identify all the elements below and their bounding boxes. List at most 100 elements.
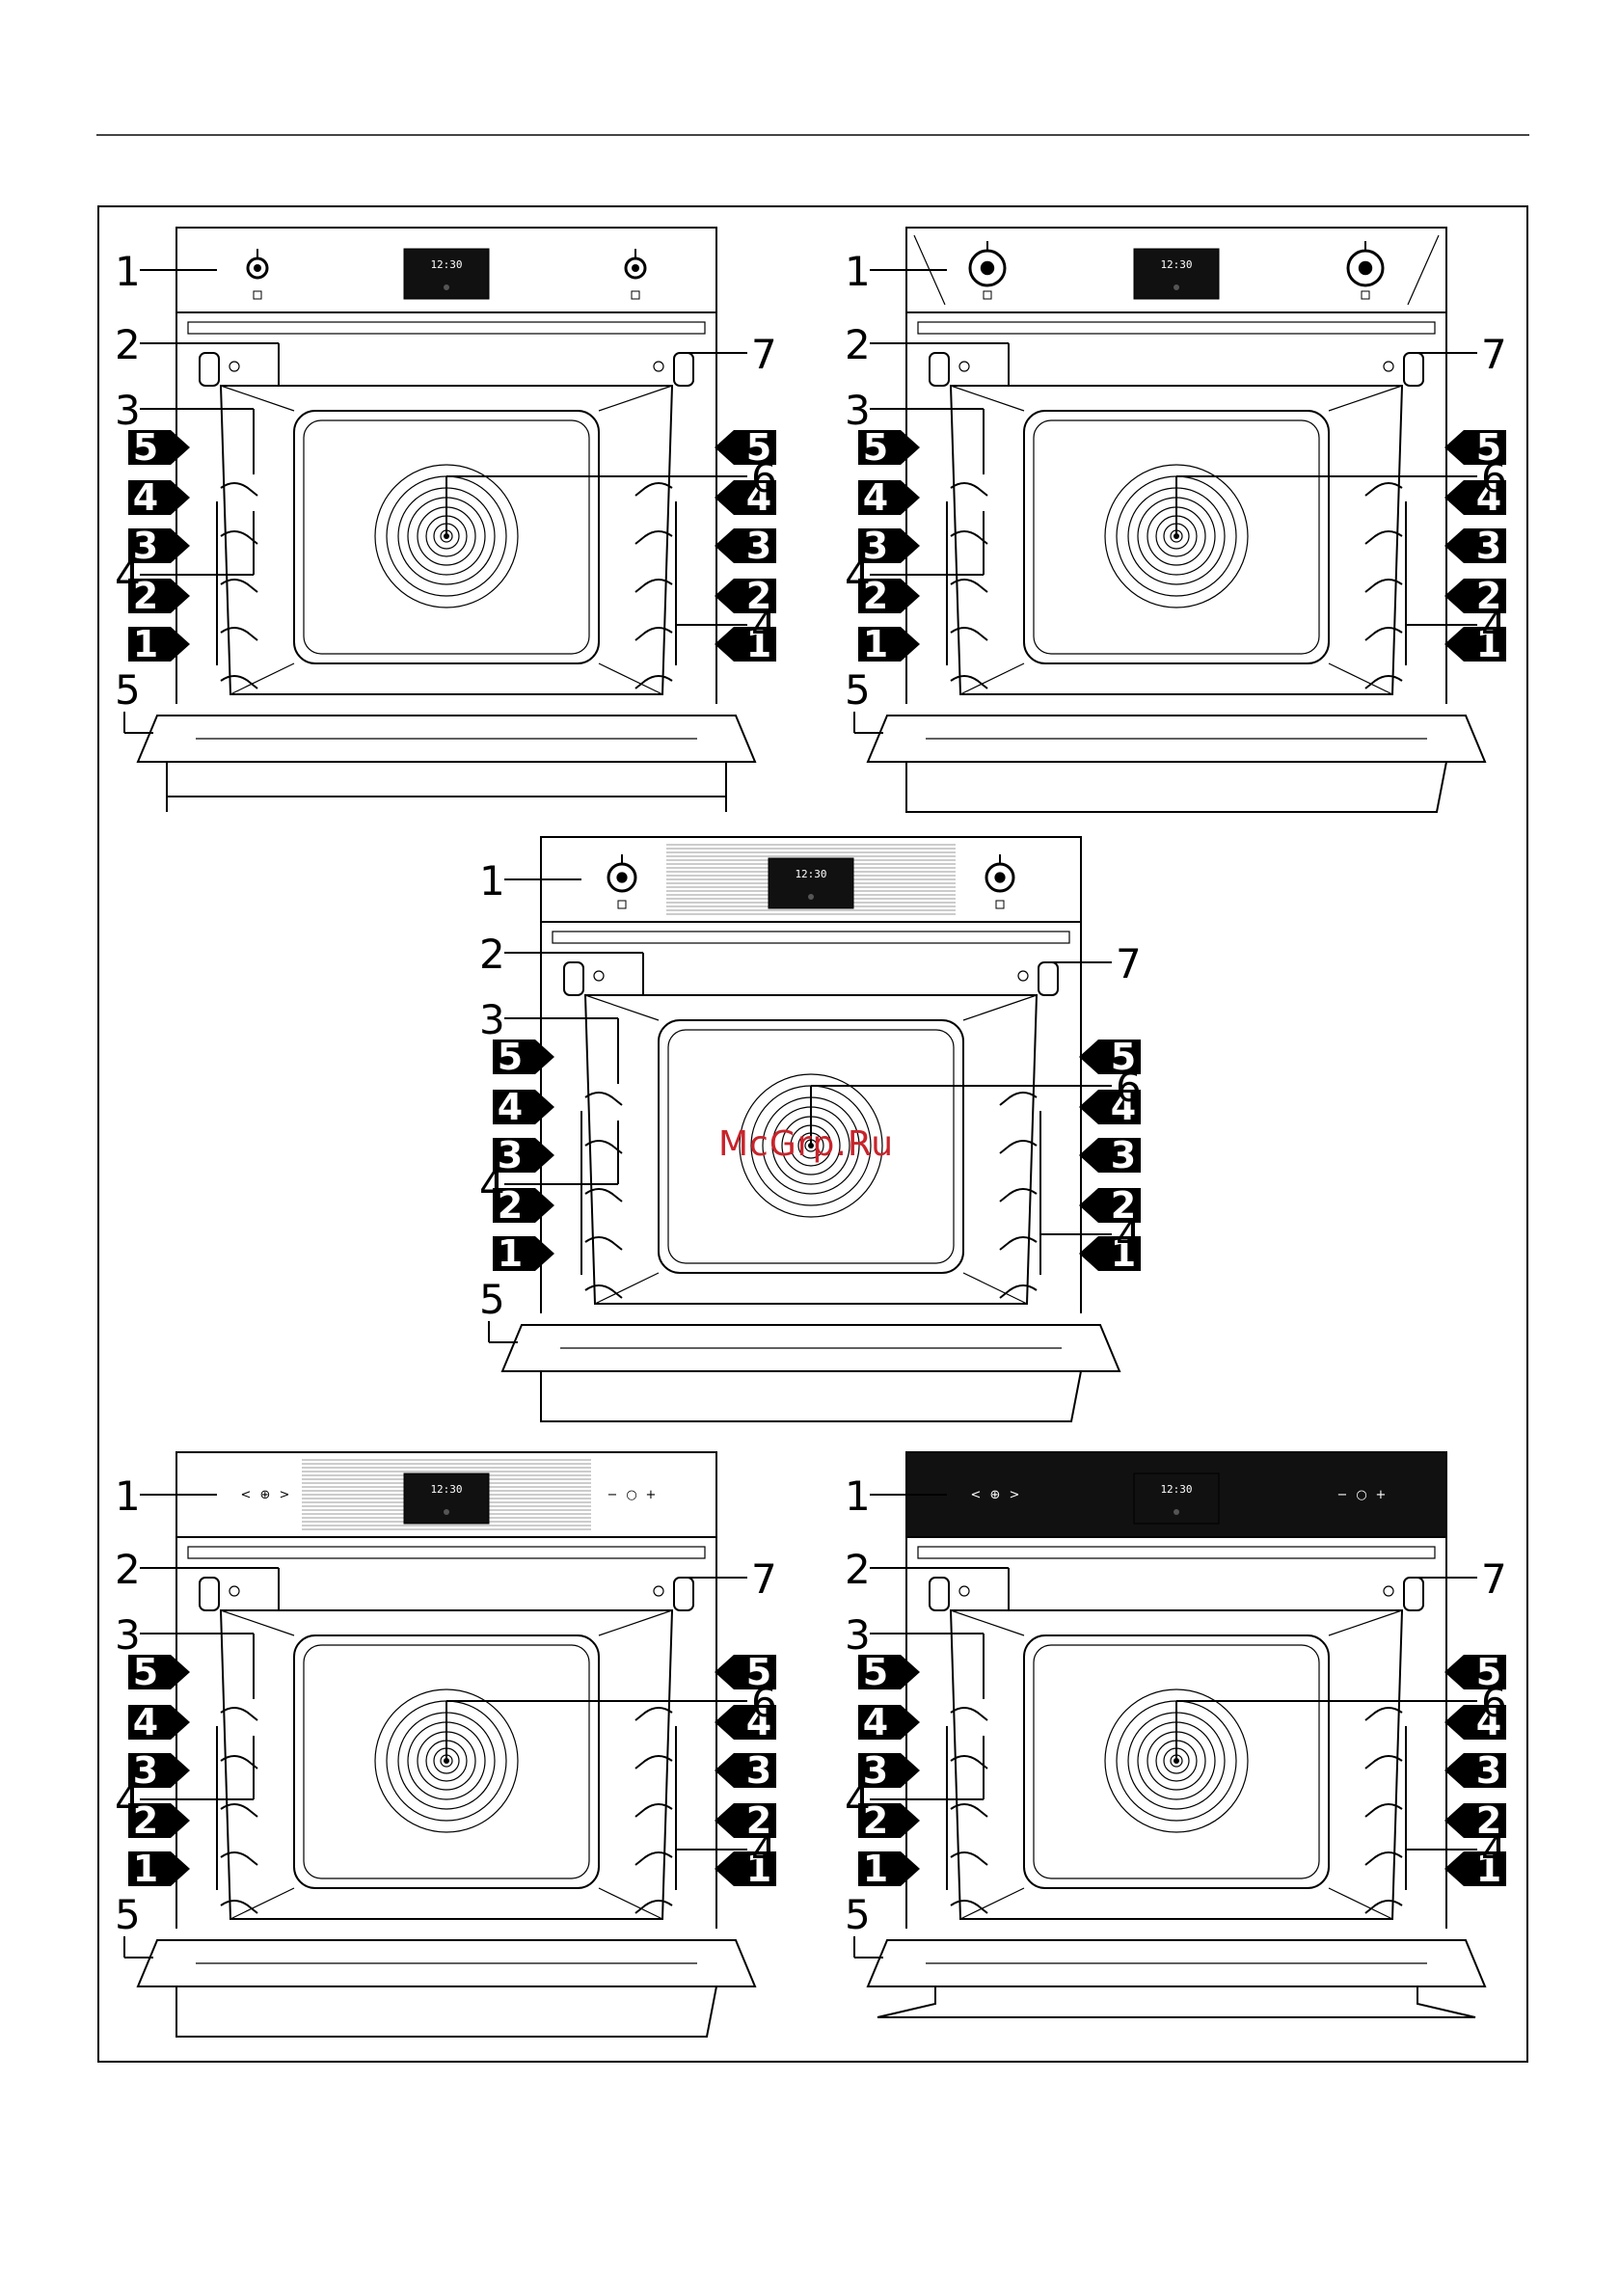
shelf-runner-right — [1365, 676, 1402, 689]
oven-a-svg: 12:30554433221112344567 — [111, 222, 786, 820]
screw-hole — [229, 362, 239, 371]
knob-center — [616, 872, 627, 882]
display-indicator — [808, 894, 814, 900]
shelf-level-arrow-left: 1 — [858, 1848, 920, 1890]
shelf-runner-right — [1365, 628, 1402, 640]
shelf-runner-left — [951, 628, 987, 640]
cavity-perspective — [951, 1610, 1402, 1919]
display-indicator — [444, 1509, 449, 1515]
callout-label: 6 — [751, 454, 777, 501]
callout-label: 4 — [1481, 1827, 1507, 1875]
shelf-runner-left — [221, 1852, 257, 1865]
callout-label: 4 — [1481, 603, 1507, 650]
shelf-runner-right — [635, 628, 672, 640]
shelf-level-arrow-left: 4 — [858, 1701, 920, 1743]
callout-label: 3 — [115, 387, 141, 434]
shelf-runner-right — [1365, 483, 1402, 496]
touch-symbol: > — [280, 1488, 290, 1502]
callout-label: 2 — [845, 1546, 871, 1593]
oven-cavity-outline — [221, 386, 672, 694]
shelf-level-arrow-right: 3 — [715, 525, 776, 567]
callout-label: 6 — [1116, 1064, 1142, 1111]
shelf-level-label: 4 — [133, 1701, 158, 1743]
shelf-level-label: 4 — [863, 1701, 888, 1743]
shelf-level-arrow-left: 1 — [128, 1848, 190, 1890]
callout-label: 7 — [1481, 331, 1507, 378]
shelf-level-arrow-left: 4 — [128, 476, 190, 519]
touch-symbol: ⊕ — [260, 1488, 271, 1502]
callout-label: 2 — [479, 931, 505, 978]
callout-label: 4 — [1116, 1212, 1142, 1259]
display-time: 12:30 — [1160, 1483, 1192, 1496]
shelf-level-label: 3 — [1476, 1749, 1501, 1792]
callout-label: 3 — [115, 1611, 141, 1659]
display-screen — [769, 858, 853, 908]
shelf-runner-right — [635, 483, 672, 496]
display-screen — [1134, 249, 1219, 299]
callout-label: 5 — [845, 1891, 871, 1938]
shelf-level-arrow-right: 3 — [1444, 1749, 1506, 1792]
callout-label: 1 — [115, 1472, 141, 1520]
touch-symbol: − — [1337, 1488, 1348, 1502]
shelf-level-arrow-left: 4 — [128, 1701, 190, 1743]
shelf-runner-left — [221, 1708, 257, 1720]
hinge-slot-left — [564, 962, 583, 995]
shelf-runner-left — [585, 1285, 622, 1298]
shelf-level-label: 3 — [1111, 1134, 1136, 1176]
shelf-level-arrow-right: 3 — [715, 1749, 776, 1792]
display-time: 12:30 — [430, 258, 462, 271]
shelf-level-label: 4 — [863, 476, 888, 519]
shelf-runner-right — [1365, 1708, 1402, 1720]
hinge-slot-left — [200, 1578, 219, 1610]
oven-cavity-outline — [951, 386, 1402, 694]
hinge-slot-left — [200, 353, 219, 386]
shelf-runner-left — [221, 676, 257, 689]
shelf-level-arrow-right: 3 — [1444, 525, 1506, 567]
door-lower — [167, 762, 726, 812]
screw-hole — [1384, 1586, 1393, 1596]
lamp-slot — [1404, 353, 1423, 386]
callout-label: 1 — [845, 248, 871, 295]
callout-label: 6 — [1481, 454, 1507, 501]
shelf-runner-left — [951, 483, 987, 496]
lamp-slot — [1404, 1578, 1423, 1610]
shelf-level-arrow-left: 1 — [858, 623, 920, 665]
screw-hole — [654, 1586, 663, 1596]
shelf-runner-right — [635, 1852, 672, 1865]
callout-label: 4 — [479, 1162, 505, 1209]
callout-label: 7 — [1116, 940, 1142, 987]
shelf-runner-left — [951, 1852, 987, 1865]
cavity-perspective — [951, 386, 1402, 694]
oven-diagram-e: 12:30<⊕>−○+554433221112344567 — [841, 1446, 1516, 2044]
shelf-level-label: 1 — [498, 1232, 523, 1275]
screw-hole — [594, 971, 604, 981]
shelf-level-arrow-left: 4 — [493, 1086, 554, 1128]
display-indicator — [1174, 284, 1179, 290]
display-time: 12:30 — [1160, 258, 1192, 271]
screw-hole — [959, 362, 969, 371]
callout-label: 1 — [115, 248, 141, 295]
shelf-runner-left — [221, 628, 257, 640]
shelf-runner-left — [221, 1901, 257, 1913]
shelf-level-arrow-left: 1 — [128, 623, 190, 665]
shelf-runner-right — [1000, 1285, 1037, 1298]
shelf-level-label: 1 — [863, 1848, 888, 1890]
shelf-level-arrow-left: 1 — [493, 1232, 554, 1275]
oven-e-svg: 12:30<⊕>−○+554433221112344567 — [841, 1446, 1516, 2044]
shelf-runner-left — [951, 1901, 987, 1913]
lamp-slot — [674, 1578, 693, 1610]
shelf-runner-right — [1365, 1852, 1402, 1865]
display-indicator — [444, 284, 449, 290]
touch-symbol: + — [646, 1488, 657, 1502]
screw-hole — [959, 1586, 969, 1596]
callout-label: 4 — [845, 1777, 871, 1824]
callout-label: 2 — [115, 321, 141, 368]
oven-diagram-b: 12:30554433221112344567 — [841, 222, 1516, 820]
display-screen — [404, 249, 489, 299]
touch-symbol: < — [971, 1488, 982, 1502]
frame-top-strip — [918, 1547, 1435, 1558]
screw-hole — [654, 362, 663, 371]
callout-label: 3 — [479, 996, 505, 1043]
